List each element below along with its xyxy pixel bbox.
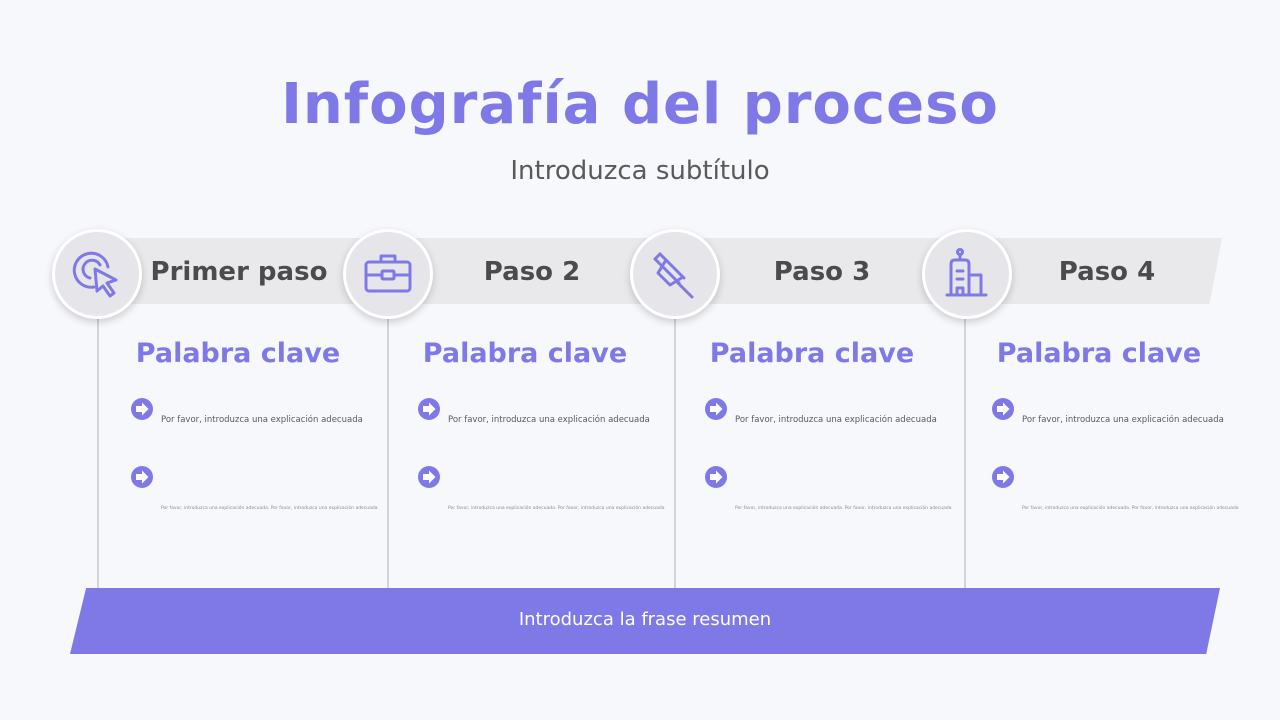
page-title: Infografía del proceso (281, 72, 999, 137)
step-label-2: Paso 2 (483, 257, 581, 287)
arrow-right-icon (992, 466, 1014, 488)
building-icon (922, 229, 1012, 319)
arrow-right-icon (418, 466, 440, 488)
column-divider (964, 312, 966, 588)
pointer-click-icon (52, 229, 142, 319)
step-column-2: Palabra clave Por favor, introduzca una … (390, 318, 665, 586)
step-label-3: Paso 3 (773, 257, 871, 287)
keyword-heading: Palabra clave (135, 338, 341, 369)
pushpin-icon (630, 229, 720, 319)
arrow-right-icon (131, 398, 153, 420)
step-column-4: Palabra clave Por favor, introduzca una … (964, 318, 1239, 586)
explanation-text: Por favor, introduzca una explicación ad… (1022, 415, 1224, 425)
keyword-heading: Palabra clave (709, 338, 915, 369)
arrow-right-icon (705, 398, 727, 420)
explanation-text-small: Por favor, introduzca una explicación ad… (448, 506, 665, 511)
keyword-heading: Palabra clave (996, 338, 1202, 369)
explanation-text-small: Por favor, introduzca una explicación ad… (161, 506, 378, 511)
keyword-heading: Palabra clave (422, 338, 628, 369)
explanation-text: Por favor, introduzca una explicación ad… (161, 415, 363, 425)
column-divider (97, 312, 99, 588)
explanation-text: Por favor, introduzca una explicación ad… (735, 415, 937, 425)
step-column-3: Palabra clave Por favor, introduzca una … (677, 318, 952, 586)
arrow-right-icon (705, 466, 727, 488)
explanation-text-small: Por favor, introduzca una explicación ad… (735, 506, 952, 511)
page-subtitle: Introduzca subtítulo (510, 156, 770, 186)
column-divider (387, 312, 389, 588)
arrow-right-icon (992, 398, 1014, 420)
arrow-right-icon (131, 466, 153, 488)
briefcase-icon (343, 229, 433, 319)
arrow-right-icon (418, 398, 440, 420)
step-column-1: Palabra clave Por favor, introduzca una … (103, 318, 378, 586)
step-label-1: Primer paso (150, 257, 328, 287)
step-label-4: Paso 4 (1058, 257, 1156, 287)
explanation-text: Por favor, introduzca una explicación ad… (448, 415, 650, 425)
column-divider (674, 312, 676, 588)
summary-text: Introduzca la frase resumen (518, 609, 772, 630)
summary-bar (70, 588, 1220, 654)
explanation-text-small: Por favor, introduzca una explicación ad… (1022, 506, 1239, 511)
